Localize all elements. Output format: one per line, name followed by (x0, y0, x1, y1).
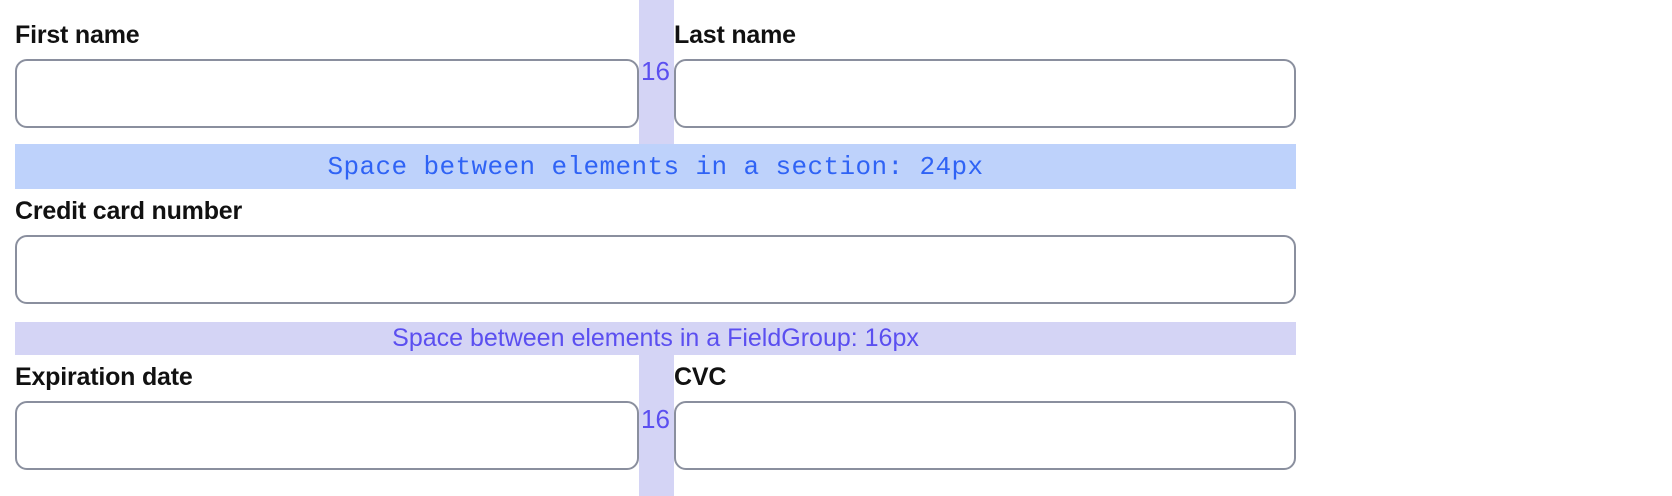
annotation-band-section-gap-label: Space between elements in a section: 24p… (327, 151, 984, 182)
input-cvc[interactable] (674, 401, 1296, 470)
label-expiration-date: Expiration date (15, 362, 193, 392)
input-first-name[interactable] (15, 59, 639, 128)
vertical-gap-band-name-row: 16 (639, 0, 674, 144)
input-expiration-date[interactable] (15, 401, 639, 470)
field-credit-card-number: Credit card number (15, 196, 1296, 304)
label-cvc: CVC (674, 362, 727, 392)
field-last-name: Last name (674, 20, 1296, 128)
label-first-name: First name (15, 20, 140, 50)
label-last-name: Last name (674, 20, 796, 50)
gap-value-name-row: 16 (641, 56, 670, 86)
field-cvc: CVC (674, 362, 1296, 470)
annotation-band-fieldgroup-gap: Space between elements in a FieldGroup: … (15, 322, 1296, 355)
field-expiration-date: Expiration date (15, 362, 639, 470)
annotation-band-fieldgroup-gap-label: Space between elements in a FieldGroup: … (392, 324, 919, 352)
gap-value-card-row: 16 (641, 404, 670, 434)
field-first-name: First name (15, 20, 639, 128)
label-credit-card-number: Credit card number (15, 196, 243, 226)
input-credit-card-number[interactable] (15, 235, 1296, 304)
annotation-band-section-gap: Space between elements in a section: 24p… (15, 144, 1296, 189)
input-last-name[interactable] (674, 59, 1296, 128)
